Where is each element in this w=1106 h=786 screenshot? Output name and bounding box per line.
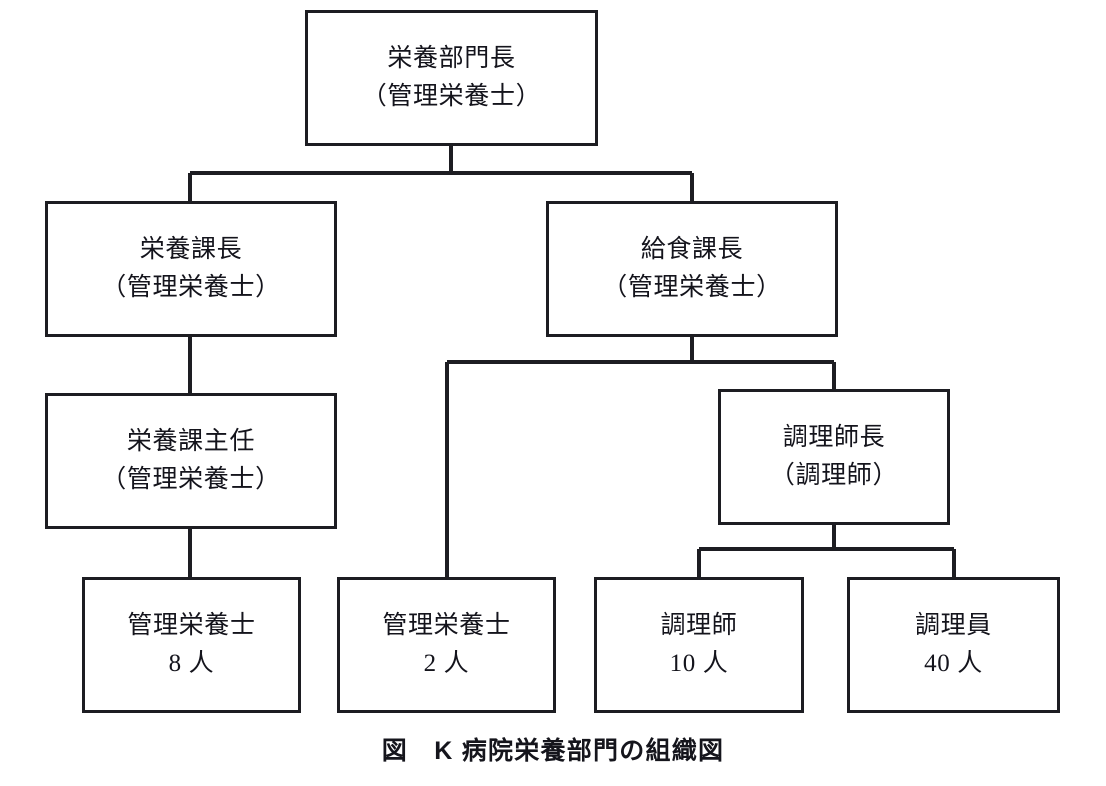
figure-caption: 図 K 病院栄養部門の組織図: [381, 737, 725, 765]
node-nutrition-lead-title: 栄養課主任: [126, 428, 256, 455]
node-chef-10-count: 10 人: [669, 649, 729, 677]
node-nutrition-lead-qualification: （管理栄養士）: [101, 465, 281, 493]
node-rd-8-title: 管理栄養士: [127, 612, 256, 639]
node-nutrition-chief-qualification: （管理栄養士）: [101, 273, 281, 301]
node-cook-40-count: 40 人: [924, 649, 983, 677]
node-meal-chief: 給食課長 （管理栄養士）: [546, 201, 838, 337]
node-chef-10-title: 調理師: [660, 612, 738, 639]
node-chef-lead-qualification: （調理師）: [769, 461, 899, 489]
node-director-qualification: （管理栄養士）: [361, 82, 542, 110]
node-rd-8-count: 8 人: [168, 649, 215, 677]
node-director-title: 栄養部門長: [387, 45, 516, 72]
node-registered-dietitian-2: 管理栄養士 2 人: [337, 577, 556, 713]
node-registered-dietitian-8: 管理栄養士 8 人: [82, 577, 301, 713]
node-nutrition-chief-title: 栄養課長: [139, 236, 243, 263]
node-rd-2-title: 管理栄養士: [382, 612, 511, 639]
node-nutrition-chief: 栄養課長 （管理栄養士）: [45, 201, 337, 337]
node-director: 栄養部門長 （管理栄養士）: [305, 10, 598, 146]
node-chef-lead-title: 調理師長: [782, 424, 886, 451]
node-chef-lead: 調理師長 （調理師）: [718, 389, 950, 525]
node-cook-40-title: 調理員: [915, 612, 992, 639]
node-meal-chief-qualification: （管理栄養士）: [602, 273, 782, 301]
node-nutrition-lead: 栄養課主任 （管理栄養士）: [45, 393, 337, 529]
node-chef-10: 調理師 10 人: [594, 577, 804, 713]
node-rd-2-count: 2 人: [423, 649, 470, 677]
node-cook-40: 調理員 40 人: [847, 577, 1060, 713]
node-meal-chief-title: 給食課長: [640, 236, 744, 263]
